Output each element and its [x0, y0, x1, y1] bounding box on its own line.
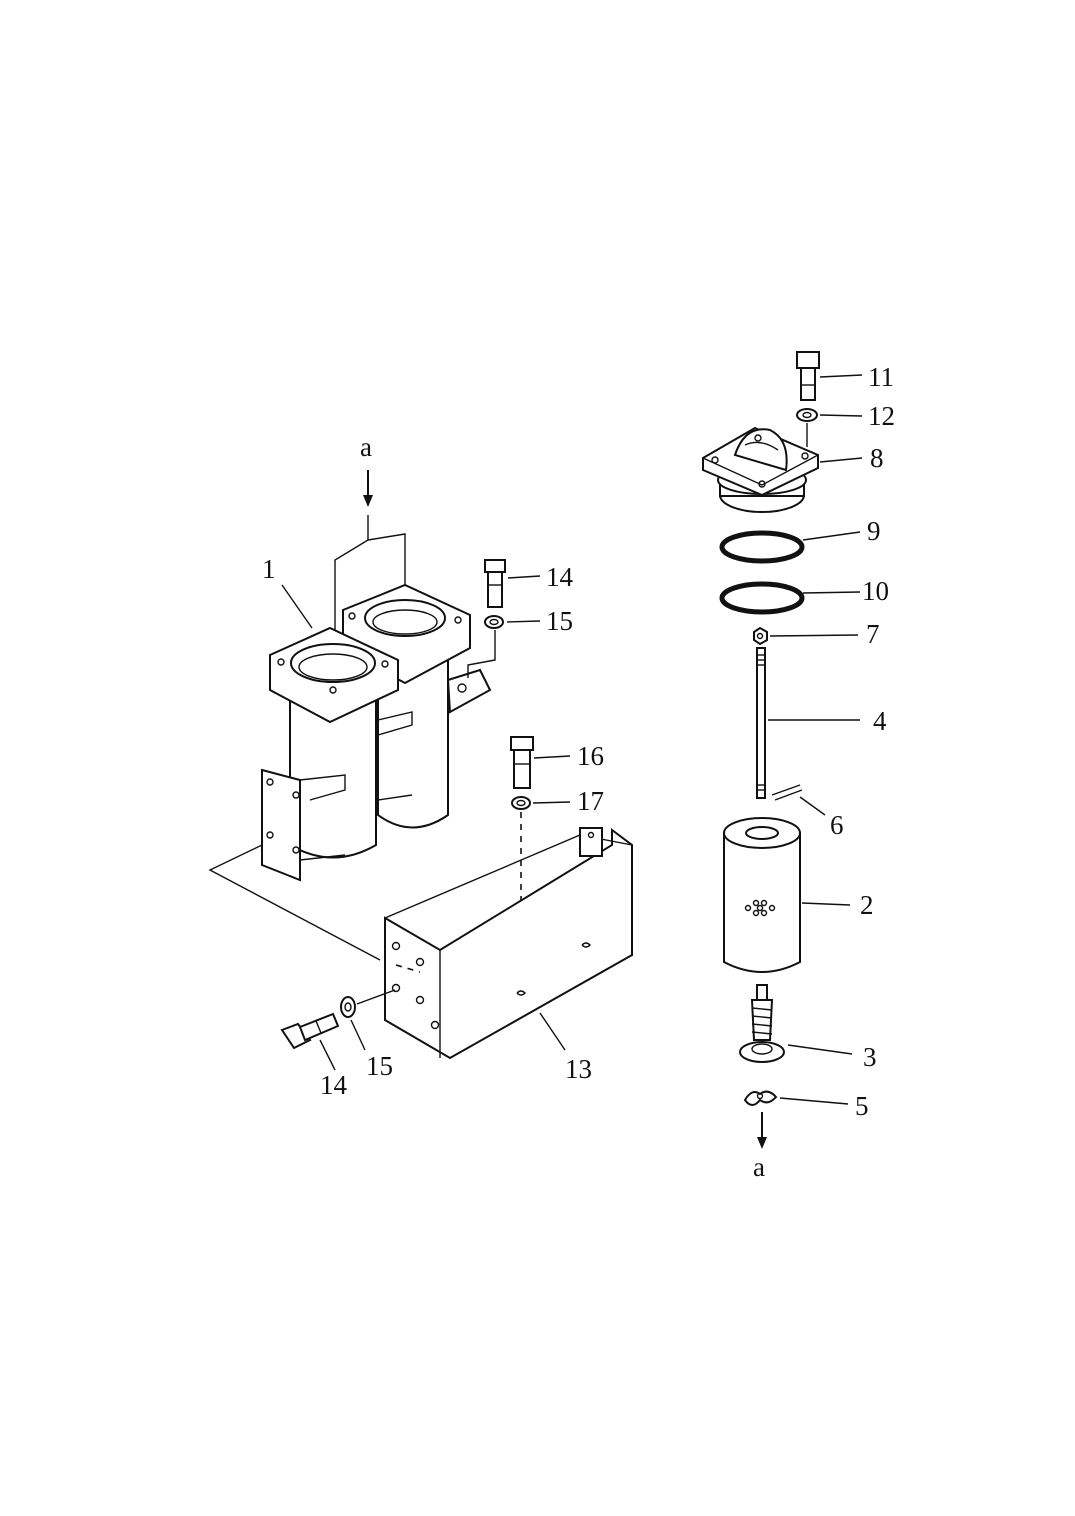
label-part-14-bottom: 14: [320, 1070, 348, 1100]
bolt-part-16: [510, 736, 534, 789]
label-part-12: 12: [868, 401, 895, 431]
drain-valve-part-3: [739, 984, 785, 1063]
label-part-7: 7: [866, 619, 880, 649]
label-part-5: 5: [855, 1091, 869, 1121]
arrow-a-bottom: [757, 1112, 767, 1149]
filter-cover-part-8: [702, 426, 819, 513]
bolt-part-14-top: [484, 559, 506, 608]
label-part-9: 9: [867, 516, 881, 546]
label-a-bottom: a: [753, 1152, 765, 1182]
label-part-3: 3: [863, 1042, 877, 1072]
wing-nut-part-5: [743, 1090, 778, 1106]
nut-part-7: [753, 626, 768, 646]
label-part-4: 4: [873, 706, 887, 736]
label-part-16: 16: [577, 741, 604, 771]
label-part-14-top: 14: [546, 562, 574, 592]
washer-part-12: [796, 408, 818, 422]
label-part-17: 17: [577, 786, 604, 816]
label-part-15-bottom: 15: [366, 1051, 393, 1081]
bolt-part-14-bottom: [280, 1012, 340, 1050]
center-rod-part-4: [756, 647, 766, 799]
o-ring-part-10: [719, 581, 805, 615]
arrow-a-top: [363, 470, 373, 507]
label-part-15-top: 15: [546, 606, 573, 636]
leader-frame-bottom: [208, 844, 381, 961]
leader-washer-bottom: [356, 989, 396, 1005]
bolt-part-11: [796, 351, 820, 401]
label-part-8: 8: [870, 443, 884, 473]
label-part-10: 10: [862, 576, 889, 606]
label-part-2: 2: [860, 890, 874, 920]
filter-element-part-2: [723, 817, 801, 973]
filter-housing-part-1: [261, 583, 492, 882]
label-part-11: 11: [868, 362, 894, 392]
bracket-part-13: [384, 827, 633, 1060]
leader-bolt-top: [467, 630, 496, 678]
washer-part-15-bottom: [340, 996, 356, 1018]
label-a-top: a: [360, 432, 372, 462]
label-part-1: 1: [262, 554, 276, 584]
o-ring-part-9: [719, 530, 805, 564]
label-part-6: 6: [830, 810, 844, 840]
pin-part-6: [771, 784, 803, 801]
washer-part-15-top: [484, 615, 504, 629]
leader-frame-top: [334, 515, 406, 660]
washer-part-17: [511, 796, 531, 810]
label-part-13: 13: [565, 1054, 592, 1084]
